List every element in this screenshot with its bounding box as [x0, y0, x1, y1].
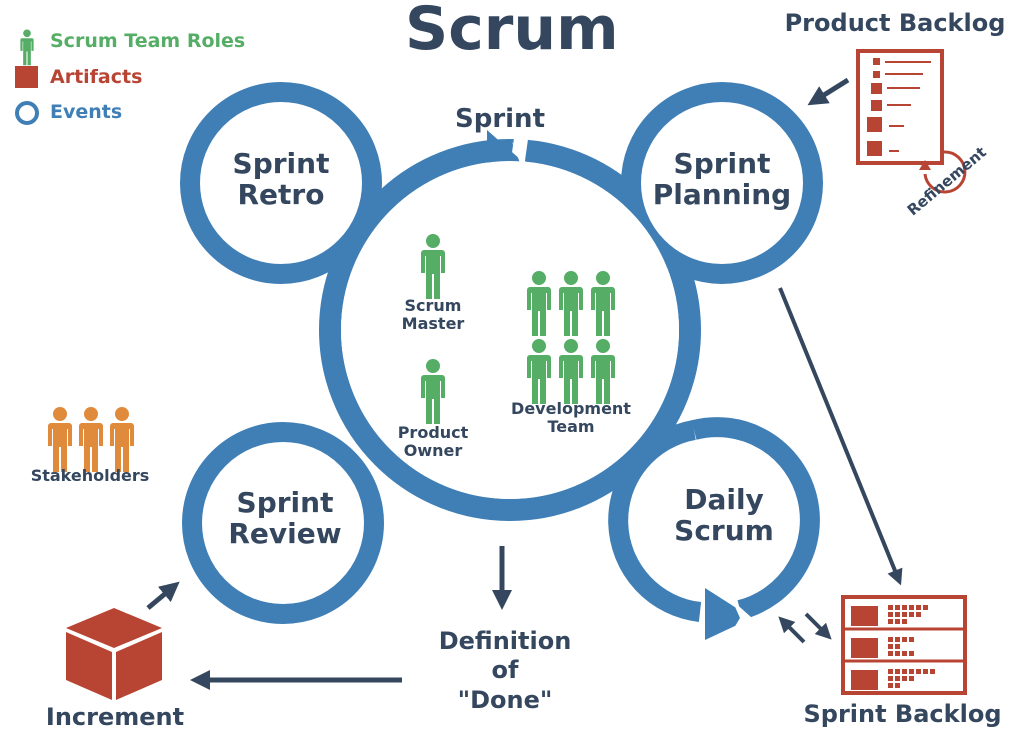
sprint-label: Sprint [454, 104, 545, 134]
legend-events: Events [50, 101, 122, 123]
subtask-square [895, 619, 900, 624]
sprint-backlog-label: Sprint Backlog [803, 700, 1002, 728]
subtask-square [909, 605, 914, 610]
product-owner-label: Product Owner [383, 424, 483, 460]
subtask-square [895, 612, 900, 617]
subtask-square [895, 669, 900, 674]
sprint-review-line1: Sprint [236, 486, 334, 519]
definition-of-done-label: Definition of "Done" [410, 627, 600, 715]
daily-scrum-sprint-backlog-arrow [778, 616, 806, 644]
subtask-square [895, 651, 900, 656]
sprint-retro-ring [180, 82, 382, 284]
stakeholders-label: Stakeholders [30, 466, 150, 485]
legend-roles: Scrum Team Roles [50, 30, 245, 52]
subtask-square [895, 676, 900, 681]
subtask-square [895, 644, 900, 649]
daily-scrum-line2: Scrum [674, 514, 774, 548]
legend-artifacts: Artifacts [50, 66, 142, 88]
scrum-master-line2: Master [401, 313, 465, 333]
product-backlog-icon [856, 49, 944, 165]
task-card [851, 670, 878, 690]
daily-scrum-ring [608, 417, 820, 640]
daily-scrum-line1: Daily [684, 483, 764, 516]
subtask-square [888, 637, 893, 642]
sprint-planning-label: Sprint Planning [642, 148, 802, 211]
subtask-square [909, 612, 914, 617]
increment-cube-icon [66, 608, 162, 700]
legend-roles-label: Scrum Team Roles [50, 30, 246, 52]
planning-to-sprint-backlog-arrow [778, 287, 903, 586]
subtask-square [902, 619, 907, 624]
development-team-label: Development Team [496, 400, 646, 436]
increment-to-review-arrow [146, 581, 180, 610]
dod-line3: "Done" [457, 685, 553, 714]
product-owner-line2: Owner [403, 440, 463, 460]
dod-line1: Definition [438, 627, 572, 655]
sprint-retro-line2: Retro [237, 178, 325, 212]
scrum-master-line1: Scrum [404, 296, 462, 315]
legend-square-icon [15, 66, 38, 88]
product-backlog-label: Product Backlog [784, 9, 1006, 37]
subtask-square [895, 605, 900, 610]
subtask-square [888, 683, 893, 688]
subtask-square [888, 605, 893, 610]
subtask-square [888, 651, 893, 656]
sprint-retro-line1: Sprint [232, 147, 330, 180]
subtask-square [909, 651, 914, 656]
subtask-square [902, 651, 907, 656]
legend-ring-icon [15, 101, 39, 125]
stakeholders-icon [48, 407, 134, 472]
refinement-loop-icon [919, 150, 967, 194]
subtask-square [888, 619, 893, 624]
subtask-square [895, 637, 900, 642]
subtask-square [888, 676, 893, 681]
sprint-backlog-icon [841, 595, 967, 695]
backlog-to-planning-arrow [807, 77, 850, 106]
legend-person-icon [20, 29, 34, 66]
subtask-square [909, 676, 914, 681]
sprint-retro-label: Sprint Retro [201, 148, 361, 211]
legend-artifacts-label: Artifacts [50, 66, 143, 88]
daily-scrum-arrowhead-icon [705, 588, 752, 640]
subtask-square [923, 669, 928, 674]
legend-events-label: Events [50, 101, 123, 123]
subtask-square [916, 605, 921, 610]
subtask-square [916, 612, 921, 617]
subtask-square [930, 669, 935, 674]
scrum-master-label: Scrum Master [383, 297, 483, 333]
subtask-square [902, 676, 907, 681]
sprint-review-line2: Review [228, 517, 342, 551]
subtask-square [888, 669, 893, 674]
subtask-square [916, 669, 921, 674]
page-title: Scrum [405, 0, 619, 64]
subtask-square [888, 644, 893, 649]
subtask-square [895, 683, 900, 688]
subtask-square [902, 637, 907, 642]
subtask-square [902, 612, 907, 617]
development-team-line1: Development [511, 399, 631, 418]
subtask-square [923, 605, 928, 610]
sprint-planning-ring [621, 82, 823, 284]
sprint-planning-line1: Sprint [673, 147, 771, 180]
sprint-review-ring [182, 422, 384, 624]
daily-scrum-label: Daily Scrum [644, 484, 804, 547]
increment-label: Increment [45, 703, 185, 731]
task-card [851, 638, 878, 658]
sprint-backlog-daily-scrum-arrow [804, 612, 832, 640]
task-card [851, 606, 878, 626]
dod-line2: of [491, 656, 519, 685]
product-owner-line1: Product [397, 423, 469, 442]
subtask-square [902, 669, 907, 674]
development-team-line2: Team [547, 416, 595, 436]
subtask-square [909, 669, 914, 674]
subtask-square [902, 605, 907, 610]
subtask-square [888, 612, 893, 617]
sprint-review-label: Sprint Review [205, 487, 365, 550]
sprint-planning-line2: Planning [652, 178, 792, 212]
subtask-square [909, 637, 914, 642]
